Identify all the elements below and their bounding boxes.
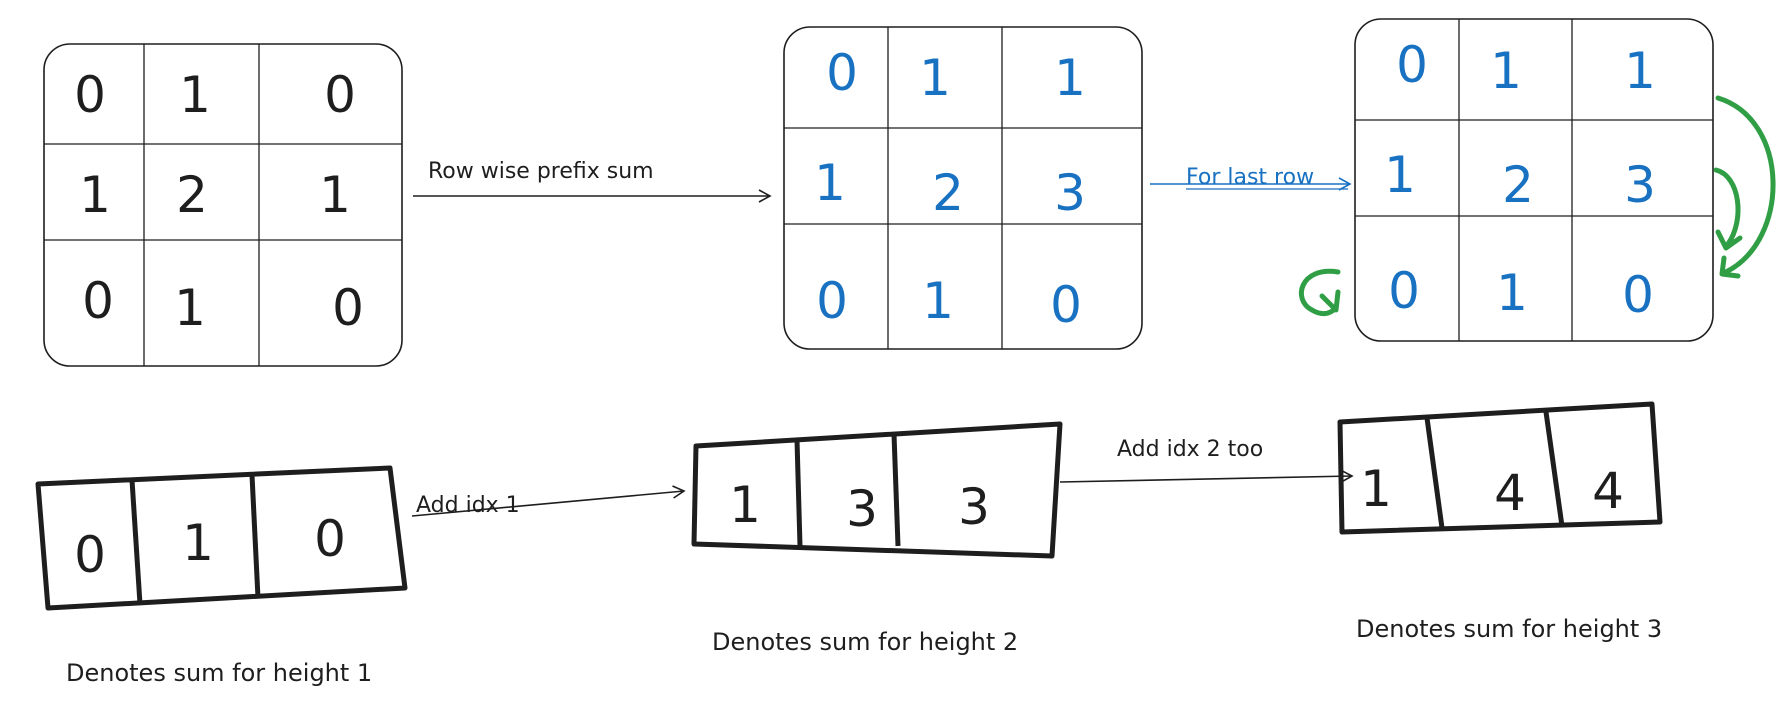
height3-array: 1 4 4 Denotes sum for height 3 [1337, 401, 1663, 643]
height1-cell: 0 [74, 526, 106, 584]
height3-cell: 1 [1360, 460, 1392, 518]
last-row-cell: 1 [1496, 264, 1528, 322]
height1-caption: Denotes sum for height 1 [66, 659, 372, 687]
prefix-cell: 0 [816, 272, 848, 330]
height2-cell: 3 [846, 480, 878, 538]
original-cell: 2 [176, 166, 208, 224]
height3-caption: Denotes sum for height 3 [1356, 615, 1662, 643]
last-row-grid: 0 1 1 1 2 3 0 1 0 [1354, 18, 1714, 342]
prefix-cell: 1 [922, 272, 954, 330]
last-row-cell: 3 [1624, 156, 1656, 214]
green-arrows [1299, 95, 1776, 317]
last-row-grid-frame [1354, 18, 1714, 342]
height1-cell: 1 [182, 514, 214, 572]
add-idx-2-arrow-line [1059, 469, 1354, 483]
last-row-cell: 1 [1384, 146, 1416, 204]
add-idx-1-arrow: Add idx 1 [411, 485, 686, 518]
add-idx-2-label: Add idx 2 too [1117, 437, 1263, 462]
height2-cell: 3 [958, 478, 990, 536]
height2-caption: Denotes sum for height 2 [712, 628, 1018, 656]
row-wise-label: Row wise prefix sum [428, 159, 654, 184]
original-cell: 0 [74, 66, 106, 124]
original-cell: 1 [179, 66, 211, 124]
last-row-cell: 1 [1490, 42, 1522, 100]
last-row-cell: 1 [1624, 42, 1656, 100]
height1-array-frame [35, 465, 408, 611]
green-curve-left-arrow [1299, 268, 1341, 317]
original-cell: 1 [319, 166, 351, 224]
original-grid: 0 1 0 1 2 1 0 1 0 [43, 43, 403, 367]
height3-cell: 4 [1494, 464, 1526, 522]
row-wise-arrow: Row wise prefix sum [413, 159, 772, 203]
original-cell: 0 [82, 272, 114, 330]
height2-cell: 1 [729, 476, 761, 534]
prefix-cell: 3 [1054, 164, 1086, 222]
original-cell: 0 [324, 66, 356, 124]
green-curve-inner-arrow [1713, 167, 1743, 251]
prefix-cell: 1 [814, 154, 846, 212]
height2-array-divider [891, 433, 901, 547]
prefix-cell: 0 [1050, 276, 1082, 334]
height1-array-divider [129, 479, 143, 605]
height3-array-divider [1424, 417, 1445, 529]
height2-array-frame [691, 421, 1063, 559]
prefix-grid: 0 1 1 1 2 3 0 1 0 [783, 26, 1143, 350]
original-cell: 0 [332, 279, 364, 337]
height1-array: 0 1 0 Denotes sum for height 1 [35, 465, 408, 687]
height1-cell: 0 [314, 510, 346, 568]
for-last-row-arrow: For last row [1150, 165, 1352, 191]
height1-array-divider [249, 474, 261, 599]
height3-array-divider [1543, 411, 1565, 527]
last-row-cell: 2 [1502, 156, 1534, 214]
last-row-cell: 0 [1388, 262, 1420, 320]
last-row-cell: 0 [1396, 36, 1428, 94]
prefix-cell: 1 [1054, 49, 1086, 107]
prefix-cell: 2 [932, 164, 964, 222]
height2-array-divider [794, 439, 803, 547]
prefix-grid-frame [783, 26, 1143, 350]
height3-cell: 4 [1592, 462, 1624, 520]
add-idx-1-arrow-line [411, 485, 686, 517]
add-idx-2-arrow: Add idx 2 too [1059, 437, 1354, 483]
prefix-cell: 0 [826, 44, 858, 102]
height2-array: 1 3 3 Denotes sum for height 2 [691, 421, 1063, 656]
prefix-cell: 1 [919, 49, 951, 107]
original-grid-frame [43, 43, 403, 367]
for-last-row-label: For last row [1186, 165, 1314, 190]
green-curve-outer-arrow [1715, 95, 1776, 279]
original-cell: 1 [174, 279, 206, 337]
original-cell: 1 [79, 166, 111, 224]
height3-array-frame [1337, 401, 1663, 535]
last-row-cell: 0 [1622, 266, 1654, 324]
